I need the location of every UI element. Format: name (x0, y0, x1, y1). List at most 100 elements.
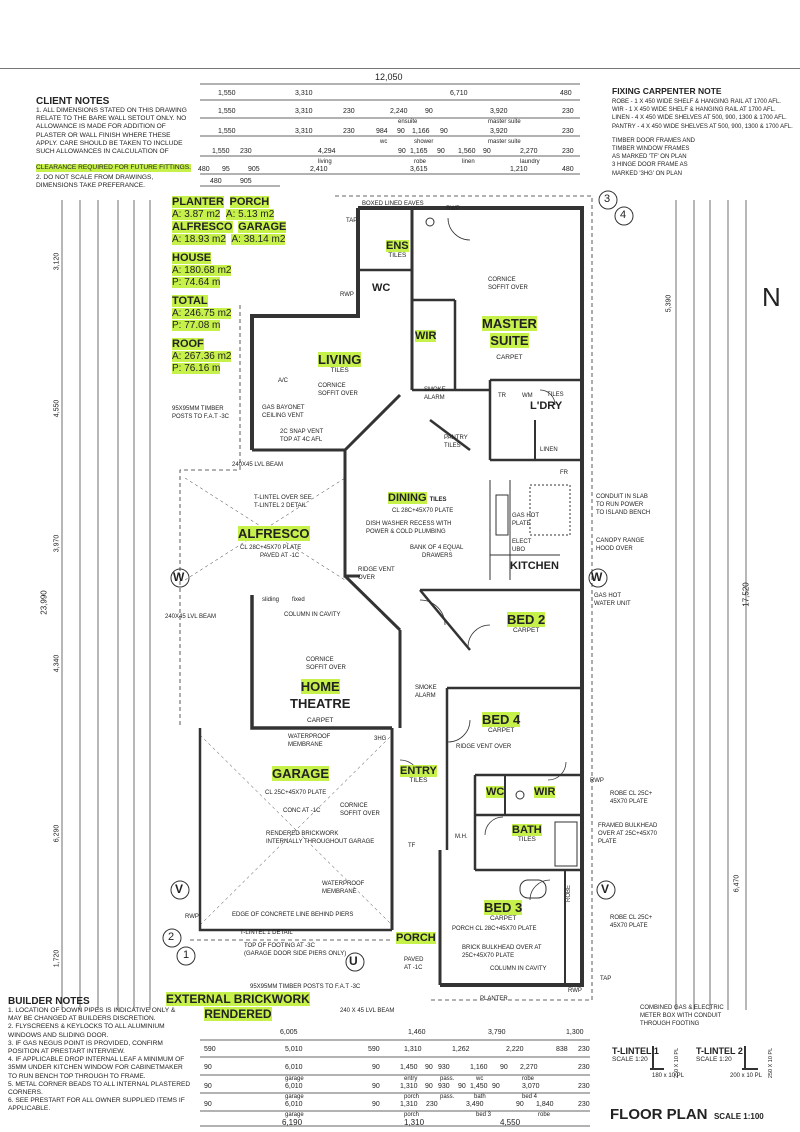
rwp-label: RWP (568, 988, 582, 994)
bdim-r3-lbl-a: garage (285, 1076, 304, 1082)
carpenter-note-line: ROBE - 1 x 450 WIDE SHELF & HANGING RAIL… (612, 99, 781, 105)
left-dim-4: 4,340 (53, 654, 61, 673)
dim-r2-b: 3,310 (295, 108, 313, 115)
bdim-r5-h: 1,840 (536, 1101, 554, 1108)
planter-area: A: 3.87 m2 (172, 209, 221, 220)
planter-label: PLANTER (480, 996, 508, 1002)
carpenter-note-line: LINEN - 4 x 450 WIDE SHELVES AT 500, 900… (612, 115, 787, 122)
bdim-r3-g: 1,160 (470, 1064, 488, 1071)
brick-bulkhead: BRICK BULKHEAD OVER AT25c+45x70 PLATE (462, 945, 542, 959)
house-area: A: 180.68 m2 (172, 265, 232, 276)
plan-title: FLOOR PLAN (610, 1106, 708, 1123)
room-robe-bed3: ROBE (566, 885, 572, 903)
ac-unit: A/C (278, 378, 289, 384)
lvl-beam-2: 240X45 LVL BEAM (165, 614, 217, 620)
rwp-label: RWP (340, 292, 354, 298)
bdim-r4-lbl-d: bath (474, 1094, 486, 1100)
alfresco-title: ALFRESCO (172, 221, 233, 233)
room-porch: PORCH (396, 932, 436, 944)
client-note-line: APPLY. CARE SHOULD BE TAKEN TO INCLUDE (36, 139, 183, 147)
tlintel-2-side: 250 x 10 PL (768, 1047, 775, 1079)
fr-label: FR (560, 470, 568, 476)
bdim-r5-c: 90 (372, 1101, 380, 1108)
tr-label: TR (498, 393, 506, 399)
bdim-r5-e: 230 (426, 1101, 438, 1108)
dim-r2-e: 90 (425, 108, 433, 115)
builder-note-line: TO RUN BENCH TOP THROUGH TO FRAME. (8, 1072, 146, 1080)
bdim-r2-a: 590 (204, 1046, 216, 1053)
dim-r4-g: 1,560 (458, 148, 476, 155)
dim-r2-f: 3,920 (490, 108, 508, 115)
marker-u: U (349, 954, 358, 968)
dim-r3-f: 1,166 (412, 128, 430, 135)
tf-label: TF (408, 843, 416, 849)
bdim-r4-d: 1,310 (400, 1083, 418, 1090)
bdim-r2-h: 230 (578, 1046, 590, 1053)
dim-r3-e: 90 (397, 128, 405, 135)
dim-r2-lbl-a: ensuite (398, 119, 418, 125)
overall-width: 12,050 (375, 72, 403, 82)
manhole-label: M.H. (455, 834, 468, 840)
client-note-line: 2. DO NOT SCALE FROM DRAWINGS, (36, 174, 154, 182)
bdim-r3-lbl-e: robe (522, 1076, 535, 1082)
tlintel-2-title: T-LINTEL 2 (696, 1046, 743, 1056)
bdim-r5-g: 90 (516, 1101, 524, 1108)
bdim-r3-lbl-c: pass. (440, 1076, 455, 1082)
client-note-line: RELATE TO THE BARE WALL SETOUT ONLY. NO (36, 115, 187, 123)
bdim-r3-lbl-d: wc (476, 1076, 484, 1082)
dim-r1-a: 1,550 (218, 90, 236, 97)
left-dim-1: 3,120 (53, 252, 61, 271)
tlintel-1-scale: SCALE 1:20 (612, 1056, 648, 1063)
dim-r4-lbl-d: laundry (520, 159, 540, 165)
bdim-r3-j: 230 (578, 1064, 590, 1071)
robe-cl-2: ROBE CL 25c+45x70 PLATE (610, 915, 653, 929)
carpenter-extra-line: 3 HINGE DOOR FRAME AS (612, 162, 688, 169)
bdim-r4-k: 230 (578, 1083, 590, 1090)
dim-r5-d: 2,410 (310, 166, 328, 173)
tlintel-2-shape (742, 1046, 758, 1070)
bdim-r5-b: 6,010 (285, 1101, 303, 1108)
builder-note-line: 2. FLYSCREENS & KEYLOCKS TO ALL ALUMINIU… (8, 1023, 165, 1031)
tap-label: TAP (346, 218, 358, 224)
total-area: A: 246.75 m2 (172, 308, 232, 319)
bdim-r4-lbl-c: pass. (440, 1094, 455, 1100)
bdim-r4-lbl-e: bed 4 (522, 1094, 538, 1100)
bdim-r2-e: 1,262 (452, 1046, 470, 1053)
robe-cl-1: ROBE CL 25c+45x70 PLATE (610, 791, 653, 805)
dim-r5-g: 480 (562, 166, 574, 173)
dim-r2-g: 230 (562, 108, 574, 115)
room-wc-bath: WC (486, 786, 505, 798)
column-cavity-2: COLUMN IN CAVITY (490, 966, 547, 972)
dim-r5-b: 95 (222, 166, 230, 173)
builder-note-line: MAY BE CHANGED AT BUILDERS DISCRETION. (8, 1015, 156, 1023)
marker-two: 2 (168, 931, 175, 943)
room-dining: DINING TILES (388, 492, 447, 504)
tlintel-1-dim: 180 x 10 PL (652, 1073, 685, 1079)
marker-v-left: V (175, 882, 184, 896)
dim-r5-c: 905 (248, 166, 260, 173)
room-kitchen: KITCHEN (510, 560, 559, 572)
client-notes: CLIENT NOTES 1. ALL DIMENSIONS STATED ON… (36, 96, 206, 191)
builder-note-line: 6. SEE PRESTART FOR ALL OWNER SUPPLIED I… (8, 1097, 185, 1105)
sliding-label: sliding (262, 597, 280, 603)
bdim-r4-lbl-a: garage (285, 1094, 304, 1100)
bdim-r3-f: 930 (438, 1064, 450, 1071)
bdim-r2-b: 5,010 (285, 1046, 303, 1053)
edge-concrete: EDGE OF CONCRETE LINE BEHIND PIERS (232, 912, 354, 918)
rwp-label: RWP (590, 778, 604, 784)
room-wir-master: WIR (415, 330, 437, 342)
bdim-r4-e: 90 (425, 1083, 433, 1090)
dim-r4-h: 90 (483, 148, 491, 155)
dim-r4-c: 4,294 (318, 148, 336, 155)
bdim-r4-i: 90 (492, 1083, 500, 1090)
bdim-r3-d: 1,450 (400, 1064, 418, 1071)
bdim-r1-b: 1,460 (408, 1029, 426, 1036)
bdim-r3-e: 90 (425, 1064, 433, 1071)
